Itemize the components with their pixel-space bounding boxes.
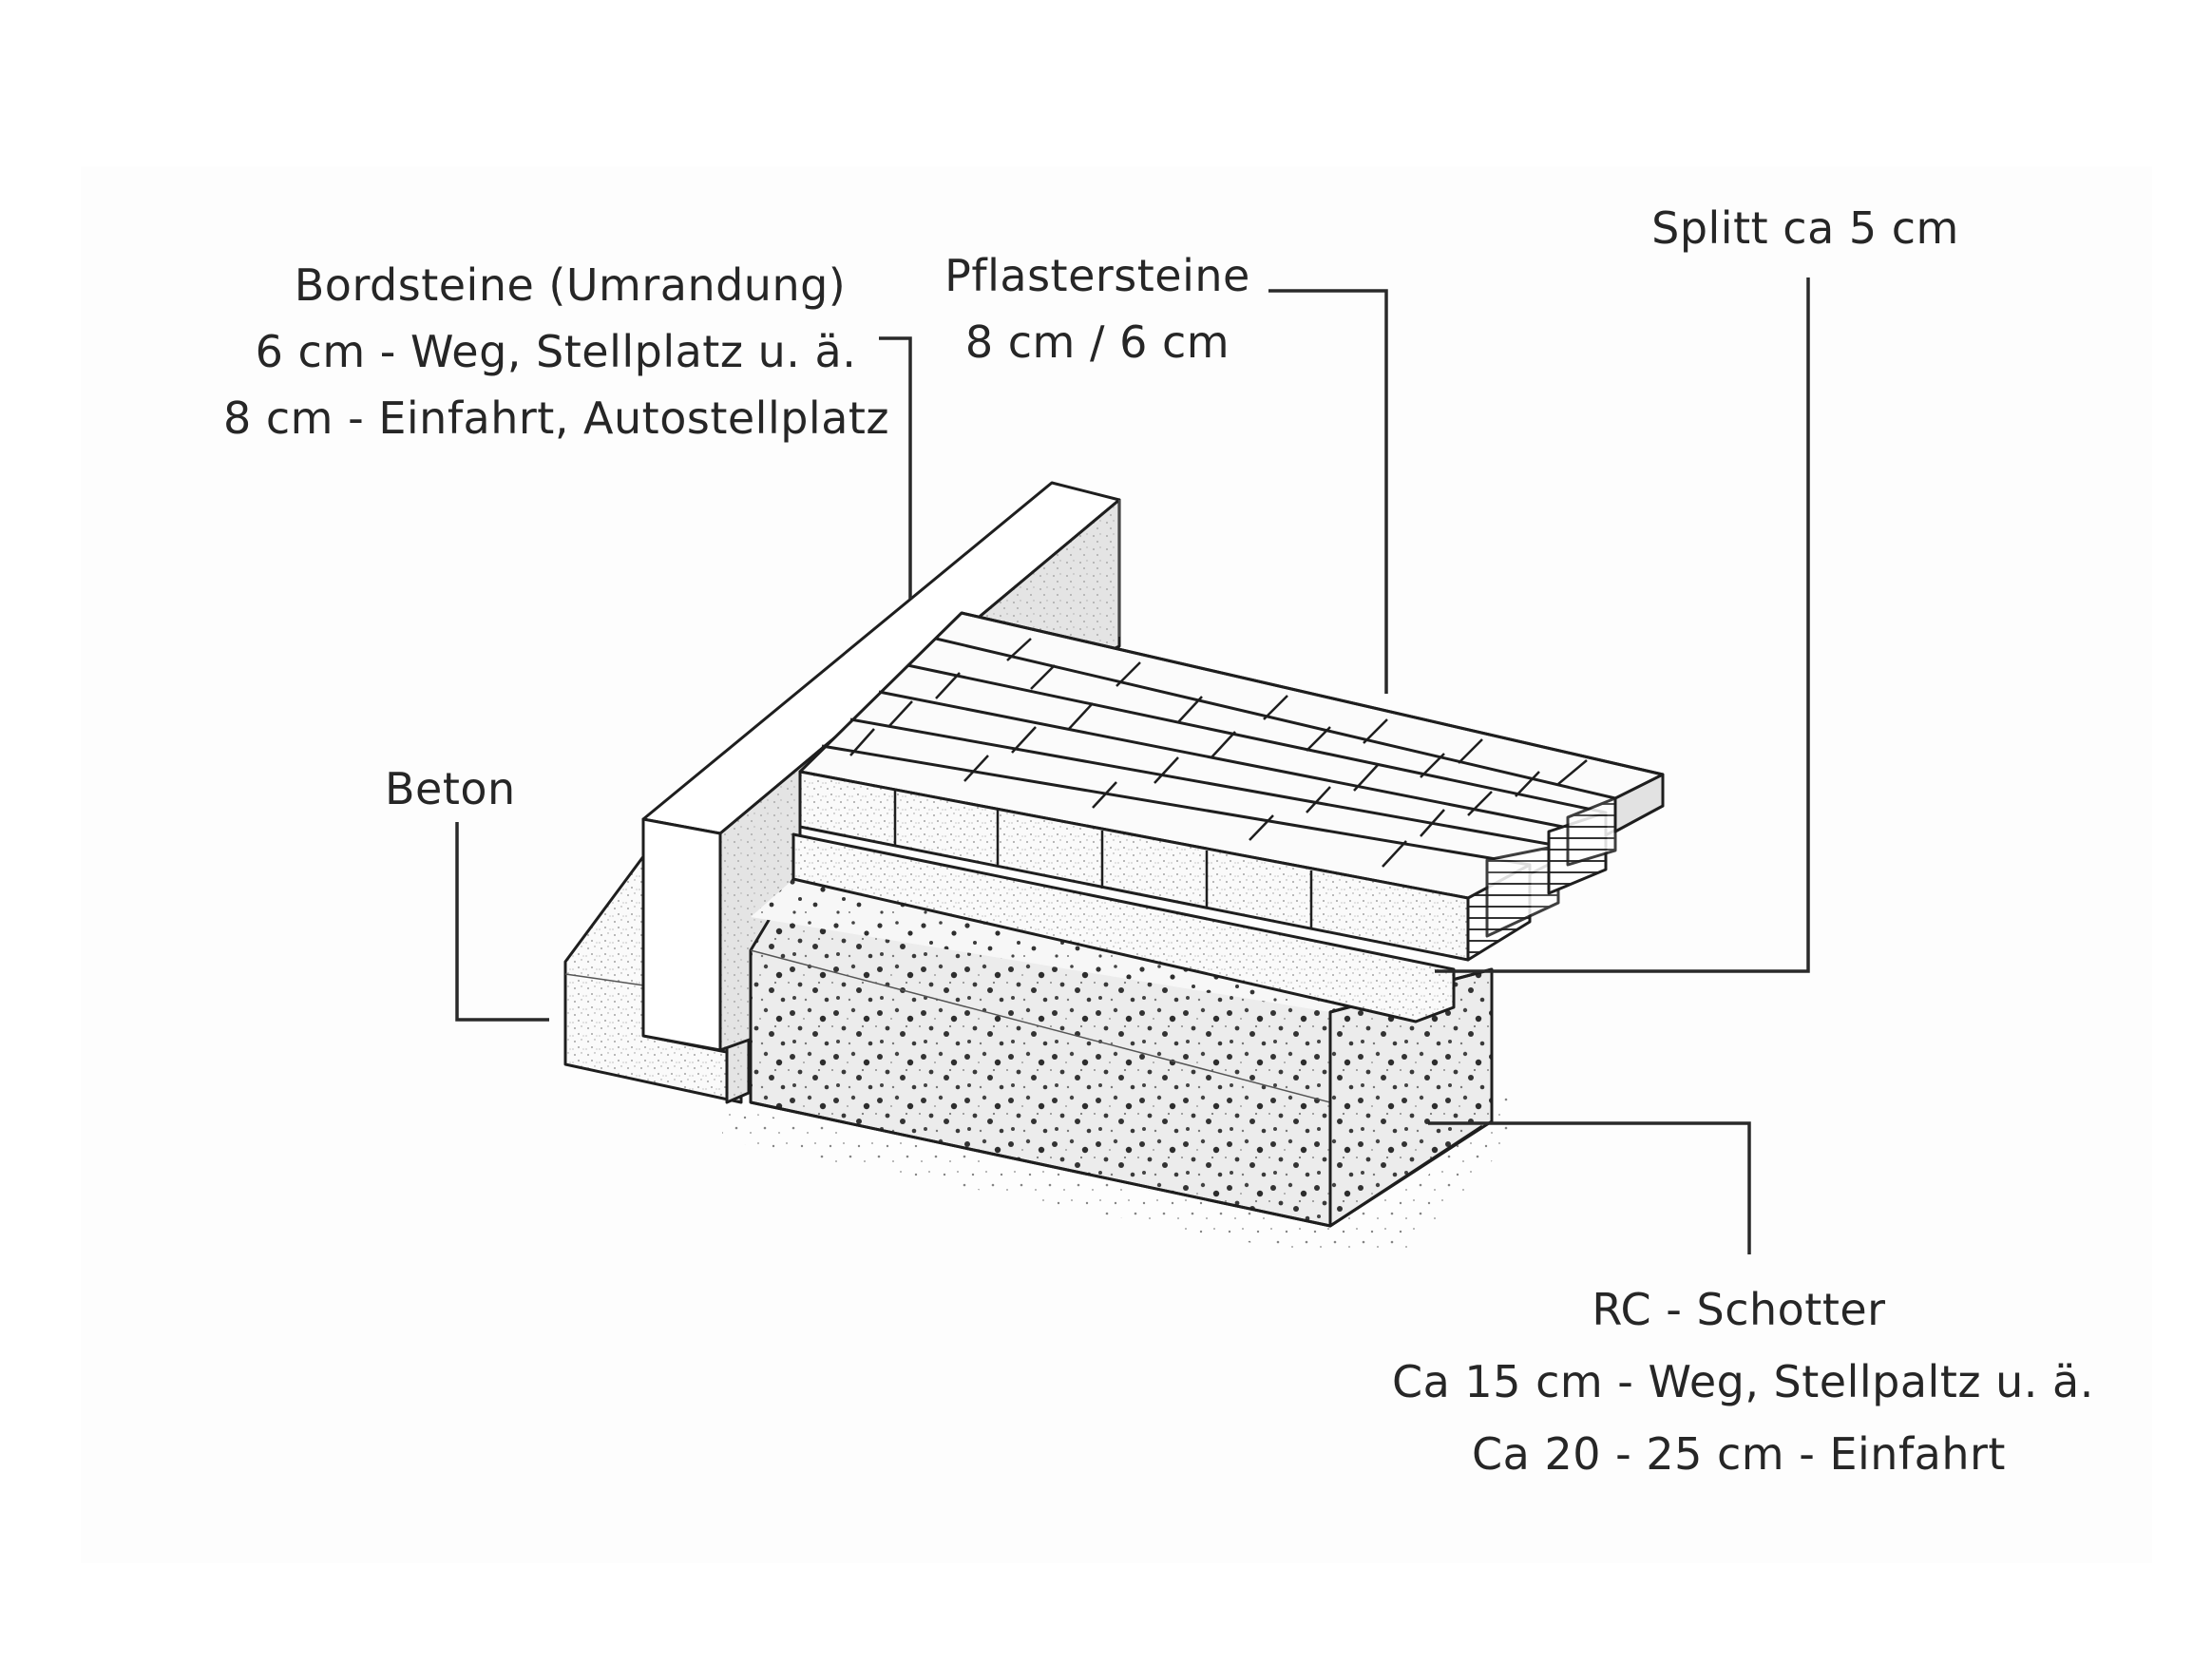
pflastersteine-label: Pflastersteine 8 cm / 6 cm	[941, 242, 1254, 375]
schotter-line-2: Ca 20 - 25 cm - Einfahrt	[1472, 1428, 2006, 1480]
beton-title: Beton	[385, 763, 516, 814]
splitt-label: Splitt ca 5 cm	[1644, 195, 1967, 261]
beton-leader-line	[455, 822, 549, 1022]
splitt-leader-line	[1435, 277, 1810, 973]
bordsteine-line-1: 6 cm - Weg, Stellplatz u. ä.	[255, 326, 857, 377]
pflastersteine-title: Pflastersteine	[944, 250, 1250, 301]
schotter-leader-line	[1428, 1121, 1751, 1254]
beton-label: Beton	[385, 755, 575, 822]
pflastersteine-line-1: 8 cm / 6 cm	[964, 316, 1230, 368]
ground-scatter	[722, 1083, 1511, 1254]
bordsteine-leader-line	[879, 336, 912, 599]
splitt-title: Splitt ca 5 cm	[1651, 202, 1959, 254]
rc-schotter-label: RC - Schotter Ca 15 cm - Weg, Stellpaltz…	[1392, 1273, 2094, 1490]
leader-lines	[455, 277, 1810, 1254]
bordsteine-label: Bordsteine (Umrandung) 6 cm - Weg, Stell…	[223, 252, 890, 451]
bordsteine-line-2: 8 cm - Einfahrt, Autostellplatz	[223, 392, 890, 444]
schotter-title: RC - Schotter	[1592, 1284, 1886, 1335]
bordsteine-title: Bordsteine (Umrandung)	[294, 259, 847, 311]
pflastersteine-layer	[798, 611, 1665, 962]
splitt-layer	[791, 832, 1456, 1023]
pflastersteine-leader-line	[1268, 289, 1388, 694]
schotter-line-1: Ca 15 cm - Weg, Stellpaltz u. ä.	[1392, 1356, 2094, 1407]
